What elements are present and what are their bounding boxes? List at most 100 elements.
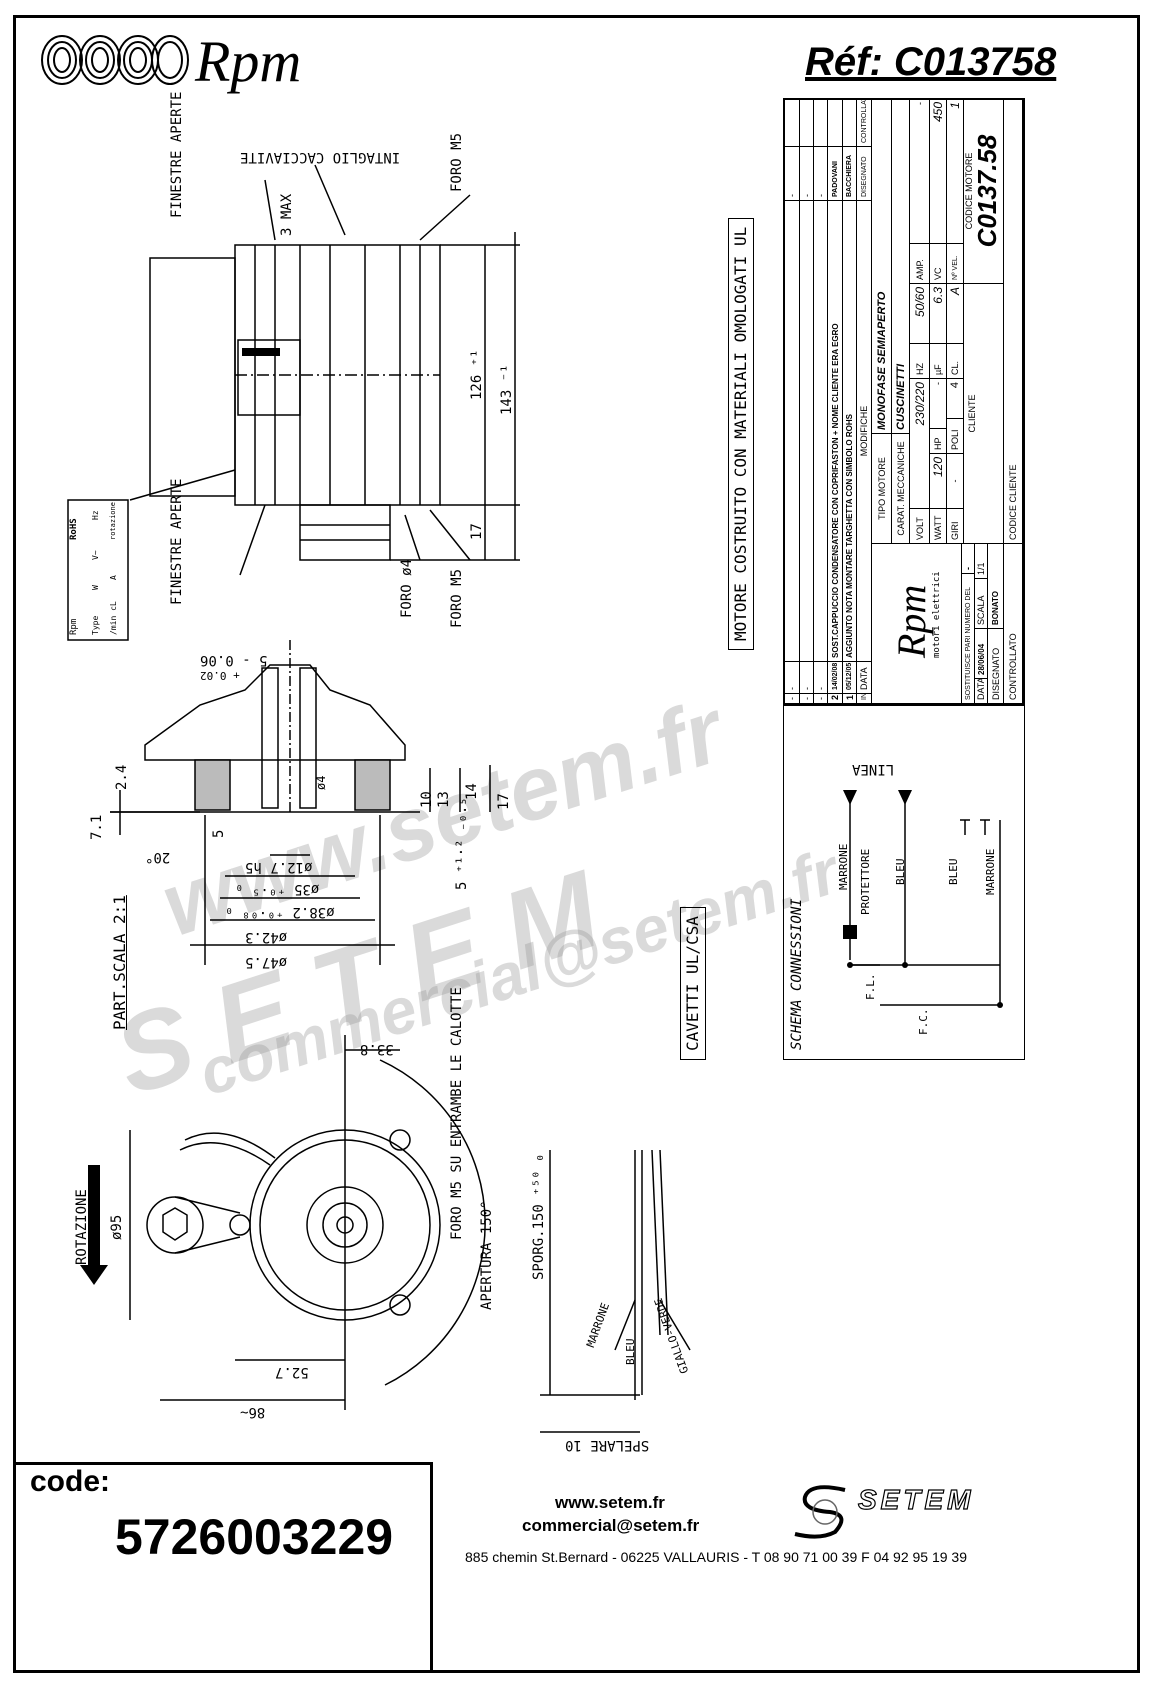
- footer-email[interactable]: commercial@setem.fr: [522, 1516, 700, 1535]
- hz-value: 50/60: [910, 283, 930, 343]
- schema-title: SCHEMA CONNESSIONI: [789, 898, 805, 1050]
- rev-checked: [814, 98, 828, 146]
- scale-value: 1/1: [975, 543, 988, 578]
- dim-5: 5 - 0.06: [200, 652, 268, 668]
- part-scale-note: PART.SCALA 2:1: [110, 895, 129, 1030]
- schema-blue1: BLEU: [894, 858, 907, 886]
- materials-note: MOTORE COSTRUITO CON MATERIALI OMOLOGATI…: [728, 217, 754, 650]
- windows-open-label-top: FINESTRE APERTE: [169, 91, 185, 218]
- client-code-label: CODICE CLIENTE: [1004, 98, 1023, 543]
- nameplate-brand: Rpm: [69, 618, 79, 635]
- max3-label: 3 MAX: [279, 193, 295, 236]
- title-brand-sub: motori elettrici: [931, 571, 942, 658]
- giri-value: -: [947, 453, 964, 508]
- vc-value: 450: [930, 98, 947, 243]
- wire-blue-label: BLEU: [624, 1338, 637, 1366]
- nameplate-v: V~: [91, 550, 100, 560]
- rev-change: [785, 200, 800, 661]
- setem-logo-text: SETEM: [857, 1483, 975, 1515]
- rev-ind: -: [800, 693, 814, 703]
- hole-m5-bottom-label: FORO M5: [449, 568, 465, 628]
- nameplate-w: W: [91, 585, 100, 590]
- nameplate-rohs: RoHS: [69, 518, 79, 540]
- nameplate-a: A: [109, 575, 118, 580]
- dim-5-tol-b: 5 ⁺¹·² ₋₀.₅: [454, 797, 470, 890]
- drawn-label: DISEGNATO: [988, 628, 1004, 703]
- schema-protector: PROTETTORE: [859, 848, 872, 915]
- drawn-value: BONATO: [988, 543, 1004, 628]
- setem-swirl-icon: [794, 1485, 846, 1539]
- code-label: code:: [30, 1465, 111, 1498]
- holes-note: FORO M5 SU ENTRAMBE LE CALOTTE: [449, 987, 465, 1240]
- replaces-label: SOSTITUISCE PARI NUMERO DEL: [962, 573, 975, 703]
- vel-value: 1: [947, 98, 964, 243]
- dim-17: 17: [469, 523, 485, 540]
- hp-value: -: [930, 378, 947, 428]
- client-label: CLIENTE: [964, 283, 1004, 543]
- vc-label: VC: [930, 243, 947, 283]
- schema-fc: F.C.: [917, 1008, 930, 1036]
- header-ind: IND: [857, 693, 872, 703]
- cl-value: A: [947, 283, 964, 343]
- dim-10: 10: [419, 791, 435, 808]
- dim-d4: ø4: [314, 775, 328, 790]
- hp-label: HP: [930, 428, 947, 453]
- screwdriver-slot-label: INTAGLIO CACCIAVITE: [240, 149, 401, 165]
- rev-drawn: BACCHIERA: [843, 146, 857, 200]
- dim-13: 13: [436, 791, 452, 808]
- motor-type-value: MONOFASE SEMIAPERTO: [872, 98, 892, 433]
- poli-label: POLI: [947, 418, 964, 453]
- volt-label: VOLT: [910, 508, 930, 543]
- amp-label: AMP.: [910, 243, 930, 283]
- dim-42-3: ø42.3: [245, 929, 288, 945]
- poli-value: 4: [947, 378, 964, 418]
- header-checked: CONTROLLATO: [857, 98, 872, 146]
- rotation-label: ROTAZIONE: [74, 1189, 90, 1265]
- pulley-circle: [146, 1196, 204, 1254]
- strip-dim: SPELARE 10: [565, 1437, 650, 1453]
- code-box: [13, 1462, 433, 1673]
- schema-box: [783, 705, 1025, 1060]
- hole-m5-top-label: FORO M5: [449, 132, 465, 192]
- rev-ind: 2: [828, 693, 843, 703]
- dim-126: 126 ⁺¹: [469, 349, 485, 400]
- motor-type-label: TIPO MOTORE: [872, 433, 892, 543]
- rev-change: [814, 200, 828, 661]
- rev-date: 05/12/05: [843, 661, 857, 693]
- footer-website[interactable]: www.setem.fr: [555, 1493, 665, 1512]
- rev-ind: -: [814, 693, 828, 703]
- rev-checked: [785, 98, 800, 146]
- date-value: 28/06/04: [975, 628, 988, 678]
- dim-143: 143 ⁻¹: [499, 364, 515, 415]
- rev-drawn: -: [785, 146, 800, 200]
- header-date: DATA: [857, 661, 872, 693]
- rev-change: AGGIUNTO NOTA MONTARE TARGHETTA CON SIMB…: [843, 200, 857, 661]
- rpm-coil-logo: [41, 35, 189, 85]
- mech-value: CUSCINETTI: [892, 98, 910, 433]
- uf-value: 6.3: [930, 283, 947, 343]
- watt-label: WATT: [930, 508, 947, 543]
- schema-blue2: BLEU: [947, 858, 960, 886]
- dim-52-7: 52.7: [275, 1364, 309, 1380]
- rev-checked: [828, 98, 843, 146]
- windows-open-label-bottom: FINESTRE APERTE: [169, 478, 185, 605]
- rev-ind: 1: [843, 693, 857, 703]
- rev-drawn: PADOVANI: [828, 146, 843, 200]
- rpm-logo-text: Rpm: [195, 29, 302, 94]
- rev-checked: [843, 98, 857, 146]
- rev-date: -: [800, 661, 814, 693]
- motor-code-cell: CODICE MOTORE C0137.58: [964, 98, 1004, 283]
- dim-5-tol: + 0.02: [200, 669, 240, 682]
- hz-label: HZ: [910, 343, 930, 378]
- checked-label: CONTROLLATO: [1004, 543, 1023, 703]
- schema-brown2: MARRONE: [984, 848, 997, 895]
- dim-s5: 5: [211, 829, 227, 838]
- dim-38-2: ø38.2 ⁺⁰·⁰⁸ ₀: [225, 904, 335, 920]
- opening-note: APERTURA 150°: [479, 1200, 495, 1310]
- header-changes: MODIFICHE: [857, 200, 872, 661]
- rev-change: SOST.CAPPUCCIO CONDENSATORE CON COPRIFAS…: [828, 200, 843, 661]
- rev-date: 14/02/08: [828, 661, 843, 693]
- dim-12-7: ø12.7 h5: [245, 859, 313, 875]
- scale-label: SCALA: [975, 578, 988, 628]
